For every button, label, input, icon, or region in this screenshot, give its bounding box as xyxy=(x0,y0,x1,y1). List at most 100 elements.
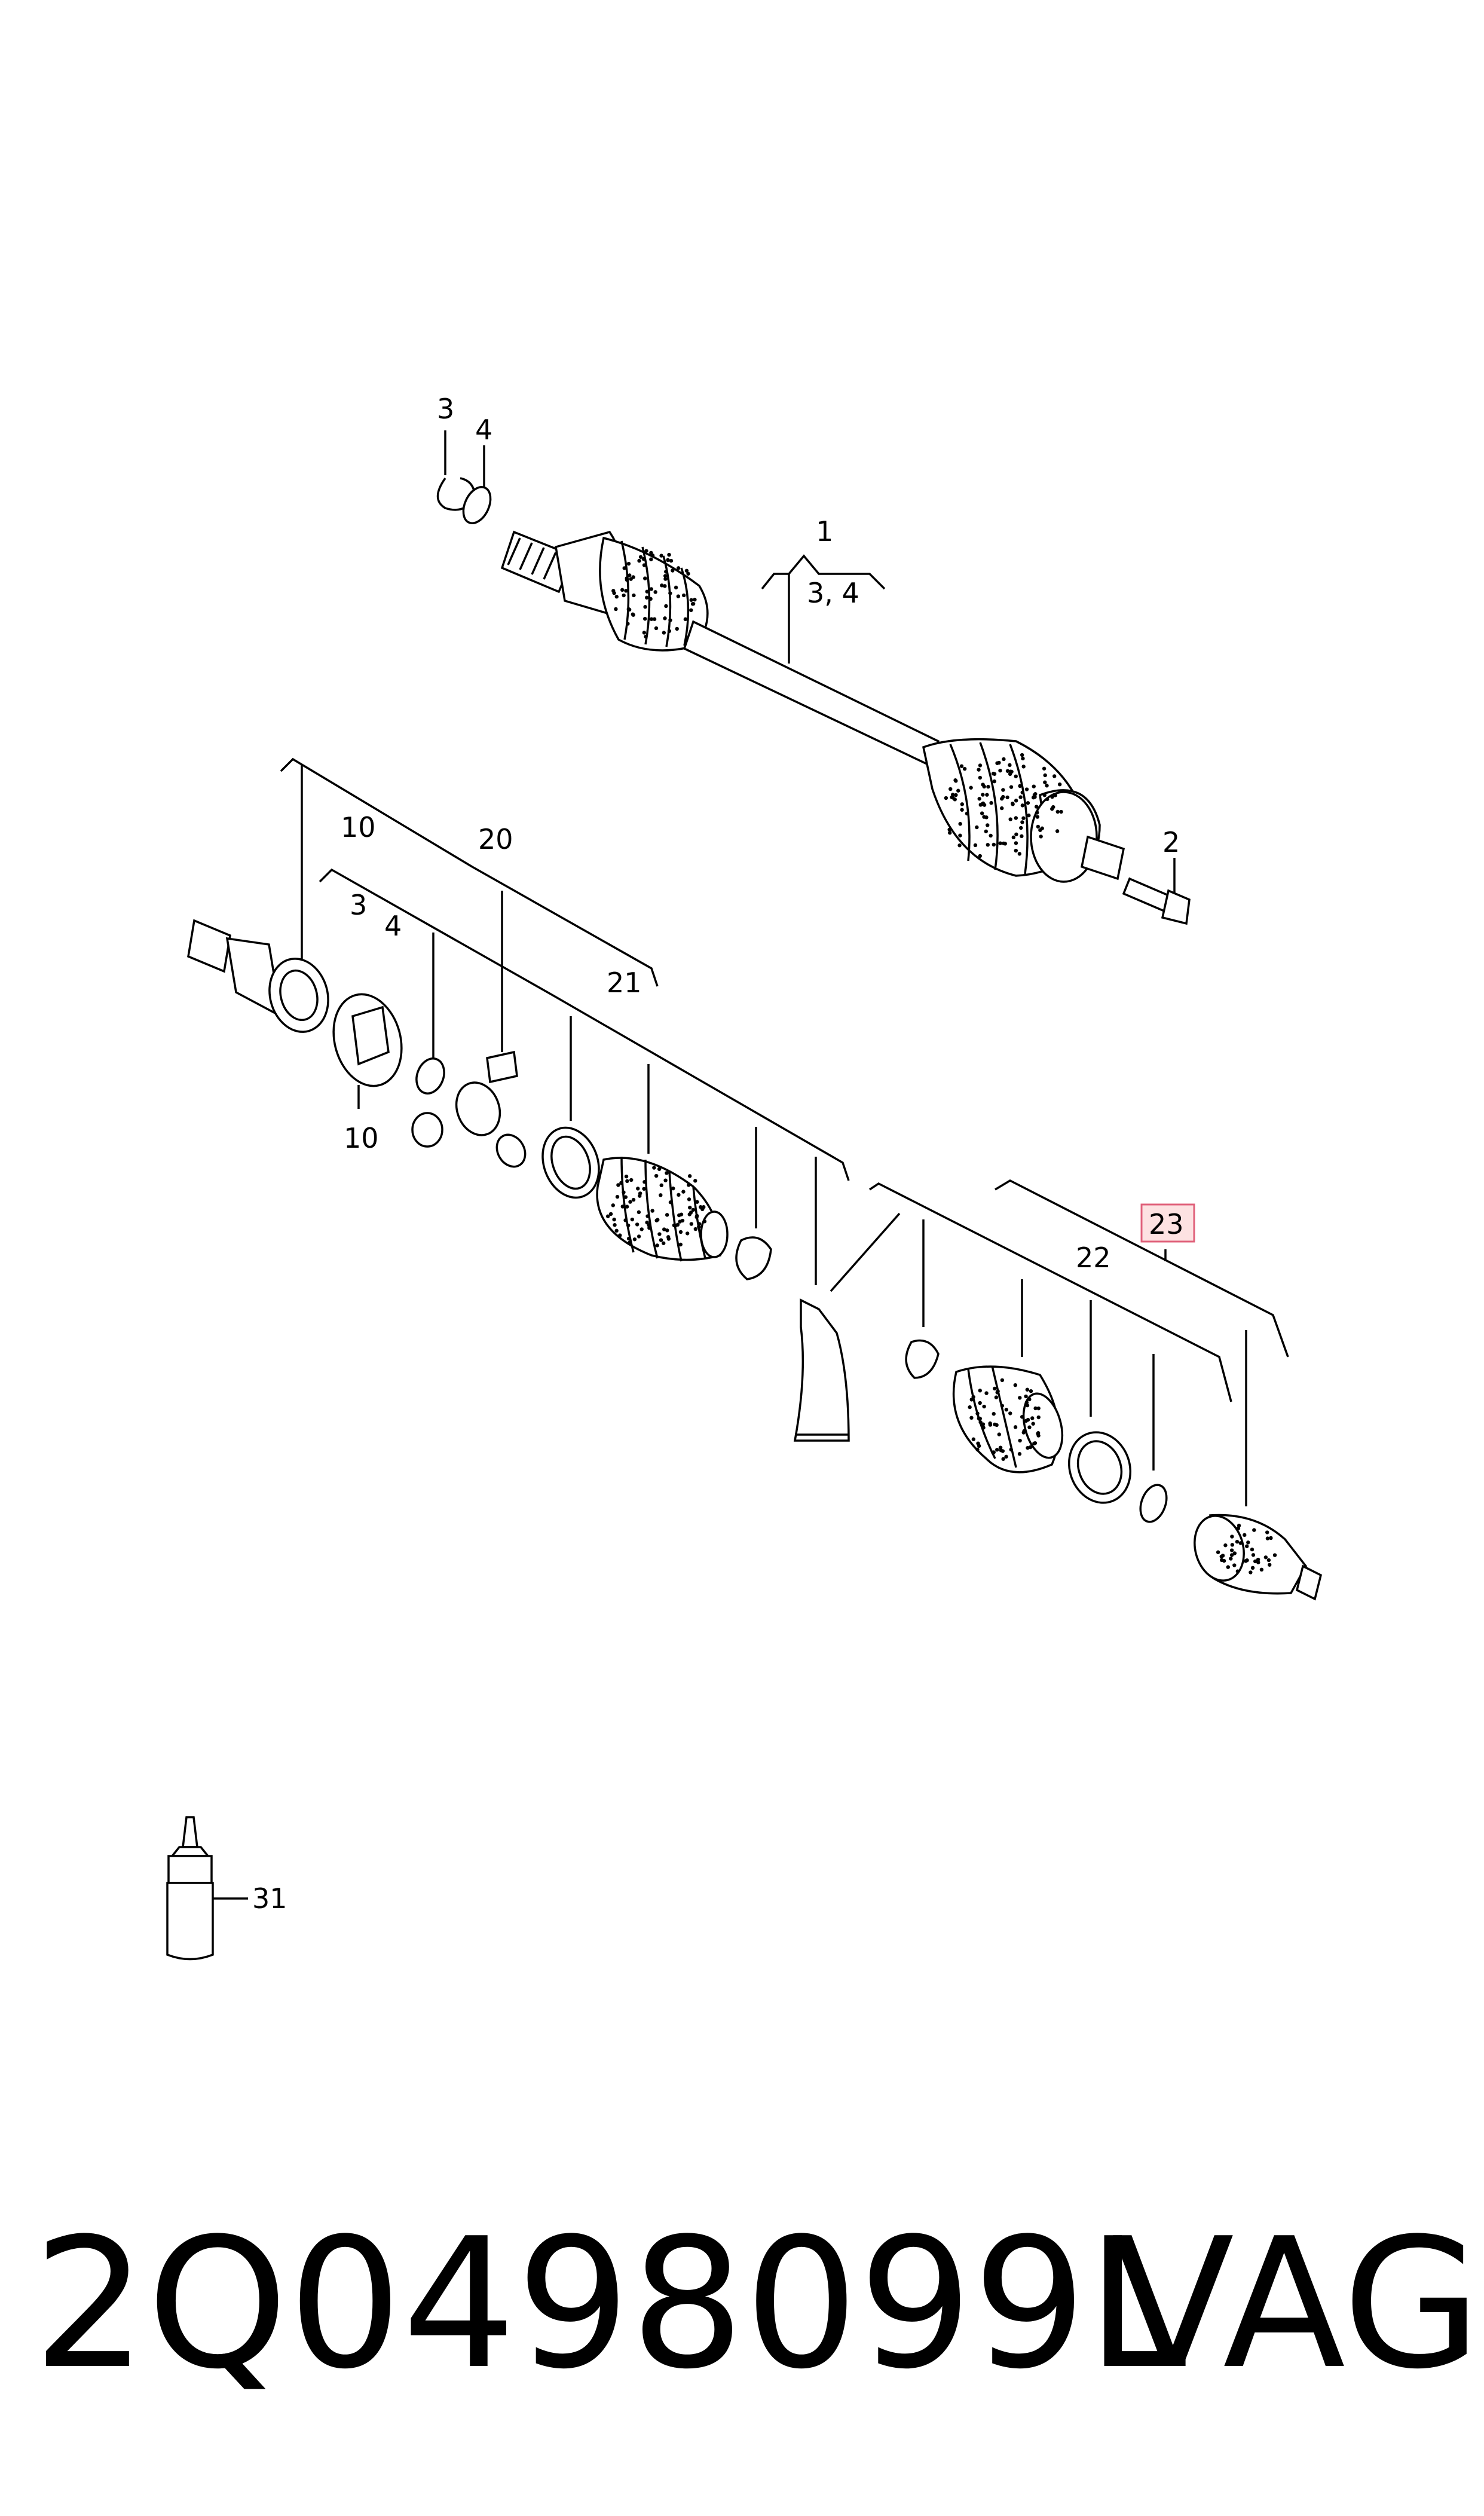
boot-texture-dot xyxy=(1008,1411,1012,1415)
boot-texture-dot xyxy=(1045,784,1048,787)
label-3-4-top: 3, 4 xyxy=(807,577,859,609)
boot-texture-dot xyxy=(1002,757,1005,761)
boot-texture-dot xyxy=(1020,753,1024,757)
boot-texture-dot xyxy=(1008,763,1011,767)
boot-texture-dot xyxy=(637,1210,641,1214)
boot-texture-dot xyxy=(1014,799,1018,802)
boot-texture-dot xyxy=(1020,820,1024,824)
boot-texture-dot xyxy=(615,595,619,598)
boot-texture-dot xyxy=(688,1212,691,1216)
boot-texture-dot xyxy=(1059,810,1063,814)
label-23-highlight[interactable]: 23 xyxy=(1142,1204,1194,1242)
boot-texture-dot xyxy=(654,626,658,630)
boot-texture-dot xyxy=(654,1174,658,1178)
boot-texture-dot xyxy=(992,843,996,846)
shaft-bar xyxy=(684,622,938,765)
boot-texture-dot xyxy=(1245,1545,1249,1548)
boot-texture-dot xyxy=(977,797,981,800)
label-1: 1 xyxy=(816,515,833,548)
boot-texture-dot xyxy=(1018,795,1022,799)
boot-texture-dot xyxy=(671,568,674,572)
circlip-right[interactable] xyxy=(1136,1481,1171,1526)
boot-texture-dot xyxy=(944,796,948,800)
sealant-bottle[interactable] xyxy=(167,1817,213,1959)
boot-texture-dot xyxy=(1000,1378,1004,1382)
boot-texture-dot xyxy=(657,1232,661,1236)
boot-texture-dot xyxy=(664,570,668,573)
boot-texture-dot xyxy=(653,617,656,621)
boot-texture-dot xyxy=(640,1227,644,1231)
boot-texture-dot xyxy=(1024,1395,1027,1398)
boot-texture-dot xyxy=(1009,785,1013,788)
boot-texture-dot xyxy=(995,1390,999,1394)
boot-texture-dot xyxy=(1021,765,1025,768)
boot-texture-dot xyxy=(1026,1404,1029,1407)
boot-texture-dot xyxy=(642,1187,645,1191)
boot-texture-dot xyxy=(1042,767,1046,771)
label-2: 2 xyxy=(1162,826,1180,858)
label-10-b: 10 xyxy=(344,1122,379,1154)
boot-texture-dot xyxy=(1267,1558,1271,1562)
boot-texture-dot xyxy=(1012,836,1015,839)
boot-texture-dot xyxy=(663,577,667,580)
boot-texture-dot xyxy=(978,1401,981,1405)
boot-texture-dot xyxy=(645,1214,649,1218)
boot-texture-dot xyxy=(1018,1452,1021,1456)
boot-texture-dot xyxy=(1021,790,1024,794)
boot-texture-dot xyxy=(968,1405,971,1409)
boot-texture-dot xyxy=(1030,1416,1034,1420)
boot-texture-dot xyxy=(1250,1548,1254,1551)
boot-texture-dot xyxy=(1252,1553,1255,1557)
boot-texture-dot xyxy=(1000,1404,1004,1407)
boot-inner-kit[interactable] xyxy=(597,1157,727,1261)
boot-texture-dot xyxy=(627,607,631,611)
boot-texture-dot xyxy=(648,597,652,601)
boot-texture-dot xyxy=(1036,1432,1039,1435)
boot-texture-dot xyxy=(659,554,663,557)
boot-texture-dot xyxy=(969,786,972,790)
boot-texture-dot xyxy=(622,594,625,597)
boot-texture-dot xyxy=(963,767,966,771)
boot-texture-dot xyxy=(978,854,982,858)
grease-tube[interactable] xyxy=(795,1300,849,1441)
boot-texture-dot xyxy=(625,1179,629,1183)
boot-texture-dot xyxy=(1035,811,1039,814)
boot-texture-dot xyxy=(984,830,988,833)
boot-texture-dot xyxy=(1031,1422,1035,1426)
boot-texture-dot xyxy=(1232,1563,1236,1567)
boot-texture-dot xyxy=(686,1231,689,1235)
boot-texture-dot xyxy=(662,631,666,634)
boot-texture-dot xyxy=(637,1234,641,1238)
boot-texture-dot xyxy=(1009,817,1012,821)
boot-texture-dot xyxy=(1230,1534,1234,1538)
boot-texture-dot xyxy=(625,1175,628,1178)
boot-texture-dot xyxy=(1273,1553,1277,1557)
boot-texture-dot xyxy=(1022,1429,1026,1433)
boot-texture-dot xyxy=(969,1416,973,1420)
boot-texture-dot xyxy=(986,785,990,788)
band-clamp-large-2[interactable] xyxy=(1059,1424,1140,1512)
boot-texture-dot xyxy=(993,779,996,783)
boot-texture-dot xyxy=(960,808,963,812)
boot-texture-dot xyxy=(663,584,666,588)
boot-texture-dot xyxy=(1052,774,1056,778)
boot-texture-dot xyxy=(627,1237,631,1240)
boot-texture-dot xyxy=(1011,802,1014,806)
boot-texture-dot xyxy=(611,1203,615,1207)
bolt[interactable] xyxy=(1124,879,1189,924)
boot-texture-dot xyxy=(1260,1568,1263,1572)
boot-texture-dot xyxy=(1026,1418,1030,1421)
boot-texture-dot xyxy=(687,1183,690,1187)
circlip-mid[interactable] xyxy=(412,1054,449,1097)
boot-texture-dot xyxy=(695,1200,699,1204)
boot-texture-dot xyxy=(629,1178,633,1182)
boot-texture-dot xyxy=(1055,829,1059,833)
boot-texture-dot xyxy=(624,1195,628,1199)
band-clamp-small[interactable] xyxy=(736,1237,771,1279)
boot-texture-dot xyxy=(618,1233,622,1237)
seal-plate[interactable] xyxy=(324,986,412,1093)
tripod-housing[interactable] xyxy=(188,921,336,1038)
boot-texture-dot xyxy=(632,594,635,597)
boot-texture-dot xyxy=(682,594,686,597)
band-clamp-small-2[interactable] xyxy=(906,1341,938,1378)
